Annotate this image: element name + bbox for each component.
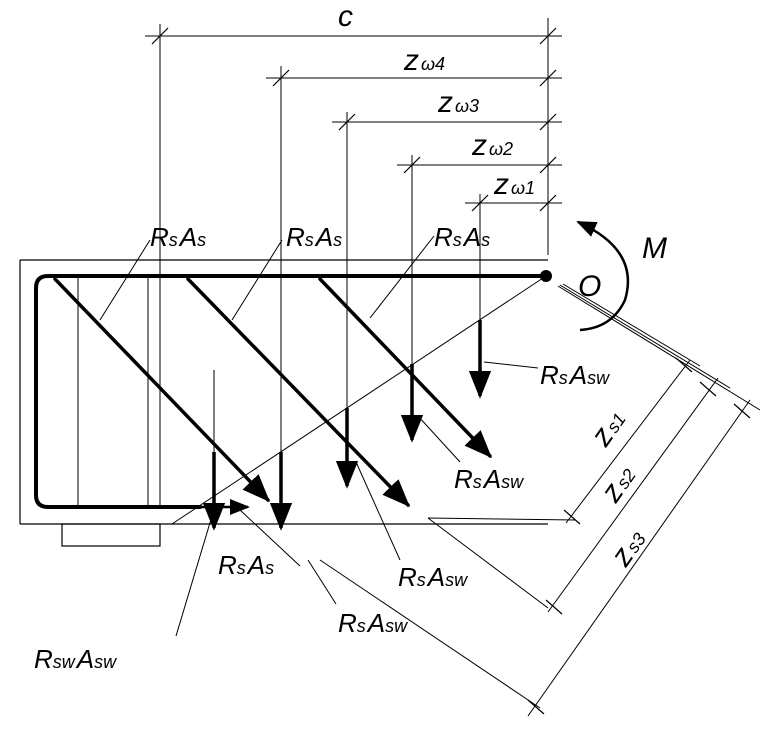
label-z-s3: zs3 <box>604 524 652 573</box>
crack-line <box>171 275 547 525</box>
stirrup-force-arrows <box>202 320 492 531</box>
label-c: c <box>338 0 353 33</box>
label-rsas-1: RsAs <box>150 222 206 252</box>
extension-lines <box>159 18 549 508</box>
label-rsasw-2: RsAsw <box>454 464 524 494</box>
label-o: O <box>578 270 601 303</box>
label-rsas-3: RsAs <box>434 222 490 252</box>
label-rsasw-4: RsAsw <box>338 608 408 638</box>
beam-outline <box>19 259 548 547</box>
label-m: M <box>642 232 667 265</box>
label-rsasw-3: RsAsw <box>398 562 468 592</box>
dimension-ticks-top <box>151 27 557 212</box>
leader-lines <box>99 235 539 637</box>
inclined-bars <box>53 277 492 508</box>
dimension-ticks-inclined <box>527 357 751 715</box>
label-rsas-4: RsAs <box>218 550 274 580</box>
label-rsas-2: RsAs <box>286 222 342 252</box>
dimension-lines-inclined <box>319 283 761 717</box>
dimension-lines-top <box>145 35 562 204</box>
label-rswasw: RswAsw <box>34 644 117 674</box>
stirrups <box>77 275 149 508</box>
support-plate <box>61 523 161 547</box>
label-rsasw-1: RsAsw <box>540 360 610 390</box>
moment-arc <box>576 220 630 332</box>
longitudinal-bar <box>34 274 548 509</box>
label-z-s2: zs2 <box>594 460 642 509</box>
